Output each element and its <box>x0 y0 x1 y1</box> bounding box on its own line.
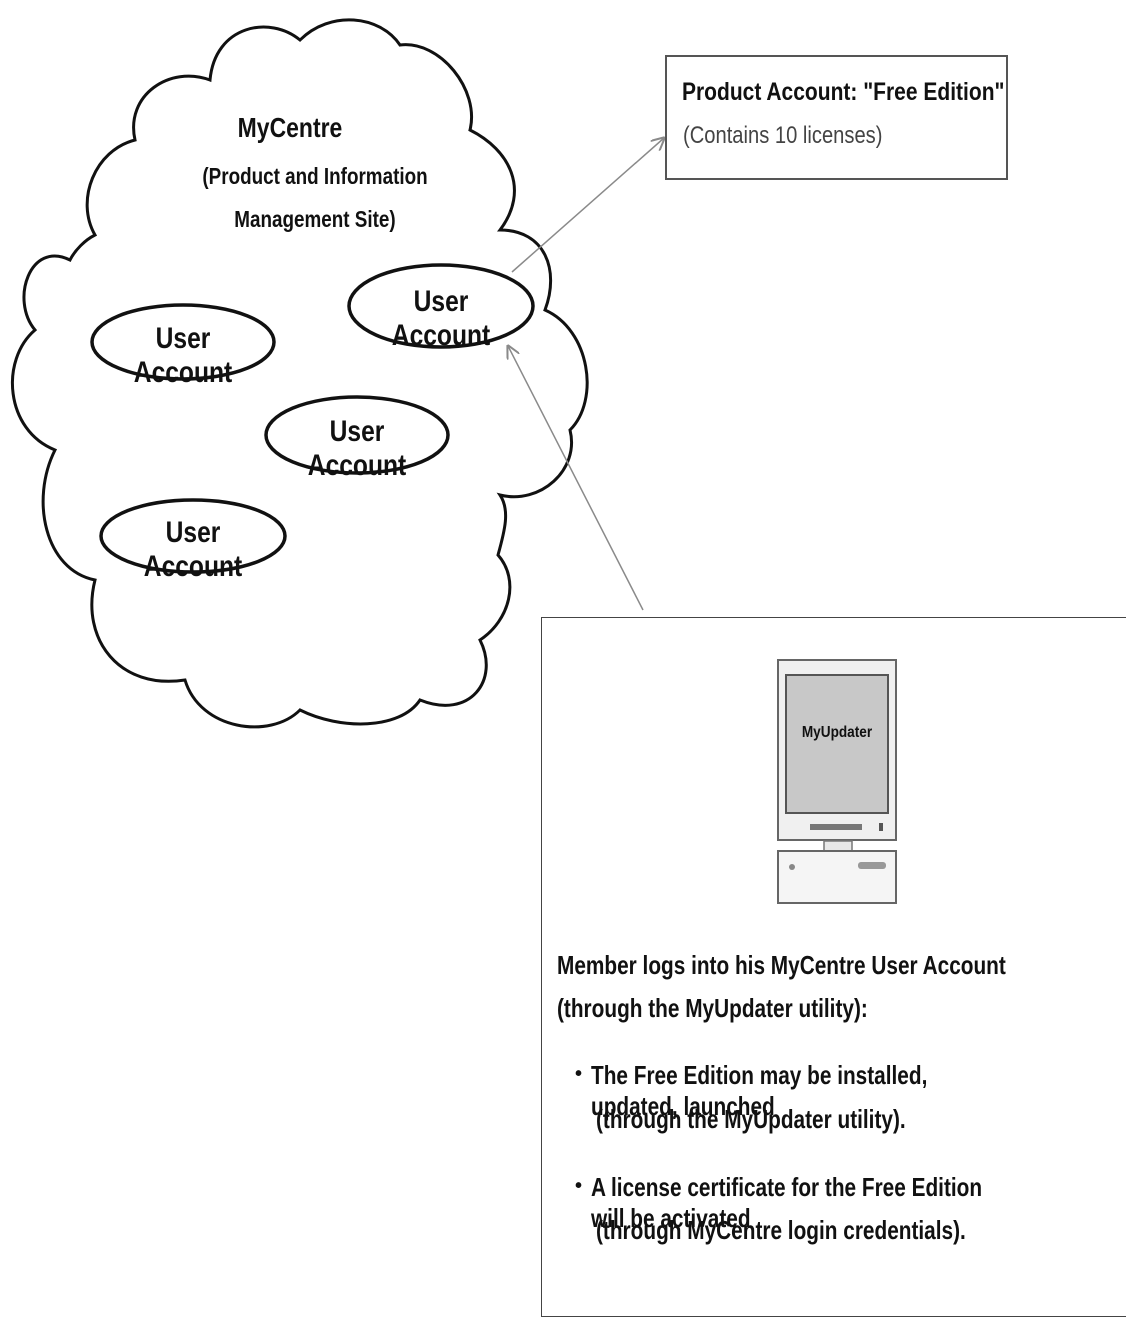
user-account-label-2: User Account <box>391 285 491 352</box>
info-line-2: (through the MyUpdater utility): <box>557 993 868 1023</box>
user-account-ellipse-3 <box>264 395 450 475</box>
product-account-box <box>665 55 1008 180</box>
user-account-ellipse-1 <box>90 303 276 381</box>
bullet-marker-1: • <box>575 1063 583 1085</box>
user-account-label-1: User Account <box>133 322 233 389</box>
computer-screen-label: MyUpdater <box>801 724 873 741</box>
bullet-1-line-1: The Free Edition may be installed, updat… <box>591 1060 928 1121</box>
info-line-1: Member logs into his MyCentre User Accou… <box>557 950 1006 980</box>
bullet-2-line-2: (through MyCentre login credentials). <box>596 1215 966 1245</box>
product-account-subtitle: (Contains 10 licenses) <box>683 122 883 149</box>
bullet-marker-2: • <box>575 1175 583 1197</box>
cloud-subtitle-line2: Management Site) <box>234 206 396 232</box>
bullet-1-line-2: (through the MyUpdater utility). <box>596 1104 906 1134</box>
bullet-2-line-1: A license certificate for the Free Editi… <box>591 1172 983 1233</box>
diagram-canvas <box>10 18 1126 729</box>
desktop-computer-icon <box>777 659 897 904</box>
cloud-title: MyCentre <box>237 112 343 143</box>
user-account-ellipse-4 <box>99 498 287 574</box>
user-account-label-3: User Account <box>307 415 407 482</box>
user-account-label-4: User Account <box>143 516 243 583</box>
product-account-title: Product Account: "Free Edition" <box>682 78 1005 106</box>
computer-screen <box>785 674 889 814</box>
arrow-from-member-to-user-account <box>508 346 644 611</box>
user-account-ellipse-2 <box>347 263 535 349</box>
cloud-subtitle-line1: (Product and Information <box>202 163 428 189</box>
arrow-to-product-account <box>511 138 664 273</box>
